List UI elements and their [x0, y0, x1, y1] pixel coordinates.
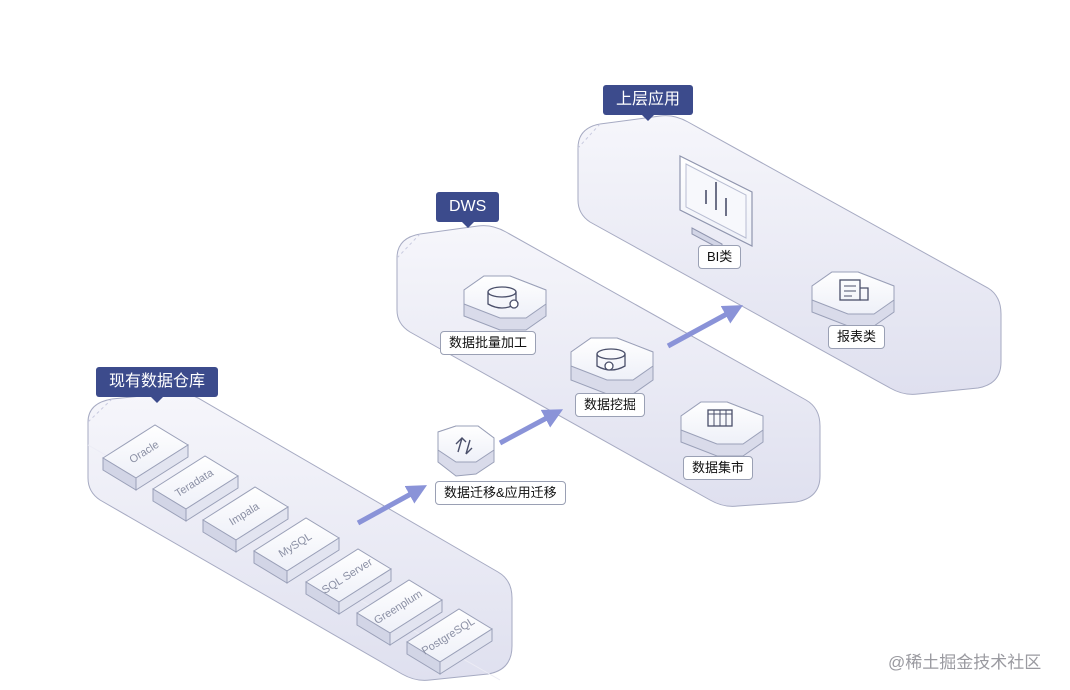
db-block-impala: Impala [202, 486, 289, 553]
database-search-icon [570, 337, 654, 395]
label-migration: 数据迁移&应用迁移 [435, 481, 566, 505]
arrow-dw-to-migration [356, 485, 428, 526]
tag-dws: DWS [436, 192, 500, 228]
watermark: @稀土掘金技术社区 [888, 653, 1042, 672]
label-data-mart: 数据集市 [683, 456, 754, 480]
label-bi: BI类 [698, 245, 742, 269]
database-gear-icon [463, 275, 547, 331]
db-block-greenplum: Greenplum [356, 579, 443, 646]
label-batch-processing: 数据批量加工 [440, 331, 537, 355]
storefront-icon [680, 401, 764, 457]
flow-arrows [356, 305, 744, 526]
migration-icon [437, 425, 495, 477]
tag-existing-dw: 现有数据仓库 [96, 367, 219, 403]
db-block-oracle: Oracle [102, 424, 189, 491]
report-icon [811, 271, 895, 327]
arrow-dws-to-apps [666, 305, 744, 349]
tag-upper-apps: 上层应用 [603, 85, 694, 121]
label-reports: 报表类 [828, 325, 886, 349]
label-data-mining: 数据挖掘 [575, 393, 646, 417]
db-block-teradata: Teradata [152, 455, 239, 522]
db-block-mysql: MySQL [253, 517, 340, 584]
arrow-migration-to-dws [498, 409, 564, 446]
db-stack: Oracle Teradata Impala MySQL [102, 424, 493, 675]
monitor-chart-icon [679, 155, 753, 251]
